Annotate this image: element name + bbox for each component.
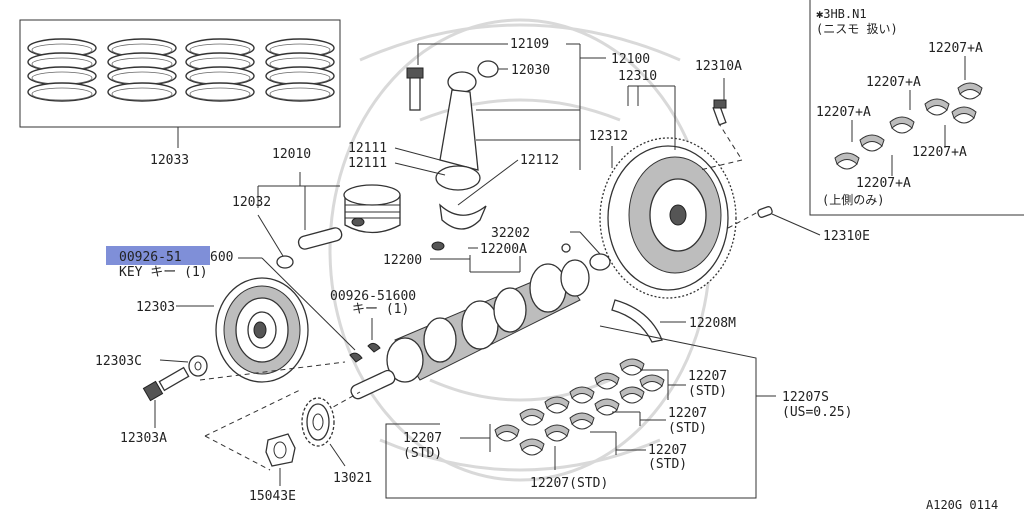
bearing-shell [619,386,645,404]
bearing-shell [519,408,545,426]
label-00926-b: 00926-51600 [330,289,416,304]
label-12033: 12033 [150,153,189,168]
label-12310: 12310 [618,69,657,84]
key-label-highlight[interactable]: 00926-51 600 [106,246,233,265]
label-32202: 32202 [491,226,530,241]
bearing-shell [569,386,595,404]
label-12109: 12109 [510,37,549,52]
label-key-2: キー (1) [352,302,409,317]
label-12207-2: 12207 [668,406,707,421]
label-us025: (US=0.25) [782,405,852,420]
inset-title-1: ✱3HB.N1 [816,7,867,21]
bearing-shell [957,82,983,100]
piston-ring [185,82,255,102]
figure-code: A120G 0114 [926,498,998,511]
bearing-shell [544,396,570,414]
label-12207S: 12207S [782,390,829,405]
label-std-3: (STD) [648,457,687,472]
label-15043E: 15043E [249,489,296,504]
label-12112: 12112 [520,153,559,168]
label-12200: 12200 [383,253,422,268]
label-12208M: 12208M [689,316,736,331]
rod-bushing[interactable] [477,60,499,78]
label-std-4: (STD) [403,446,442,461]
flywheel[interactable] [599,137,737,299]
piston-ring [107,82,177,102]
inset-upper-bearings[interactable]: ✱3HB.N1 (ニスモ 扱い) 12207+A 12207+A 12207+A… [809,0,1024,216]
label-12310E: 12310E [823,229,870,244]
label-12111-b: 12111 [348,156,387,171]
connecting-rod[interactable] [431,71,487,251]
piston-pin[interactable] [297,227,343,251]
bearing-shell [594,372,620,390]
piston-ring-set[interactable] [19,19,341,128]
label-12200A: 12200A [480,242,527,257]
crank-plug[interactable] [561,243,571,253]
bearing-shell [639,374,665,392]
bearing-shell [519,438,545,456]
main-bearing-set[interactable] [385,325,757,499]
label-12207-4: 12207 [403,431,442,446]
inset-note: (上側のみ) [822,193,884,207]
bearing-shell [619,358,645,376]
inset-label-a2: 12207+A [866,75,921,90]
label-12010: 12010 [272,147,311,162]
piston-ring-stack [107,38,177,102]
dowel-pin[interactable] [757,206,773,218]
crank-pulley[interactable] [215,277,309,383]
inset-label-a5: 12207+A [856,176,911,191]
flywheel-bolt[interactable] [712,99,727,126]
label-00926-rest: 600 [210,250,233,265]
label-12303: 12303 [136,300,175,315]
pilot-bushing[interactable] [589,253,611,271]
piston-ring-stack [265,38,335,102]
bearing-shell [594,398,620,416]
bearing-shell [569,412,595,430]
pulley-bolt[interactable] [142,366,190,402]
label-12312: 12312 [589,129,628,144]
bearing-shell [924,98,950,116]
piston-ring-stack [27,38,97,102]
bearing-shell [859,134,885,152]
bearing-shell [889,116,915,134]
snap-ring[interactable] [276,255,294,269]
label-12303C: 12303C [95,354,142,369]
woodruff-key[interactable] [349,342,381,363]
label-12207-5: 12207(STD) [530,476,608,491]
piston-ring [27,82,97,102]
label-12032: 12032 [232,195,271,210]
piston[interactable] [343,184,401,234]
label-12207-1: 12207 [688,369,727,384]
crank-nut[interactable] [265,433,296,467]
label-std-2: (STD) [668,421,707,436]
label-12030: 12030 [511,63,550,78]
crankshaft[interactable] [349,259,590,401]
bearing-shell [494,424,520,442]
piston-ring-stack [185,38,255,102]
label-12207-3: 12207 [648,443,687,458]
inset-label-a1: 12207+A [928,41,983,56]
label-std-1: (STD) [688,384,727,399]
bearing-shell [951,106,977,124]
inset-label-a4: 12207+A [912,145,967,160]
inset-label-a3: 12207+A [816,105,871,120]
label-13021: 13021 [333,471,372,486]
label-12100: 12100 [611,52,650,67]
pulley-washer[interactable] [188,355,208,377]
label-12303A: 12303A [120,431,167,446]
bearing-shell [544,424,570,442]
rod-bolt[interactable] [406,67,424,111]
inset-title-2: (ニスモ 扱い) [816,22,898,36]
label-key: KEY キー (1) [119,265,208,280]
label-00926-highlight: 00926-51 [119,250,182,265]
bearing-shell [834,152,860,170]
label-12111-a: 12111 [348,141,387,156]
thrust-washer[interactable] [611,299,663,343]
crank-sprocket[interactable] [301,397,335,447]
piston-ring [265,82,335,102]
label-12310A: 12310A [695,59,742,74]
